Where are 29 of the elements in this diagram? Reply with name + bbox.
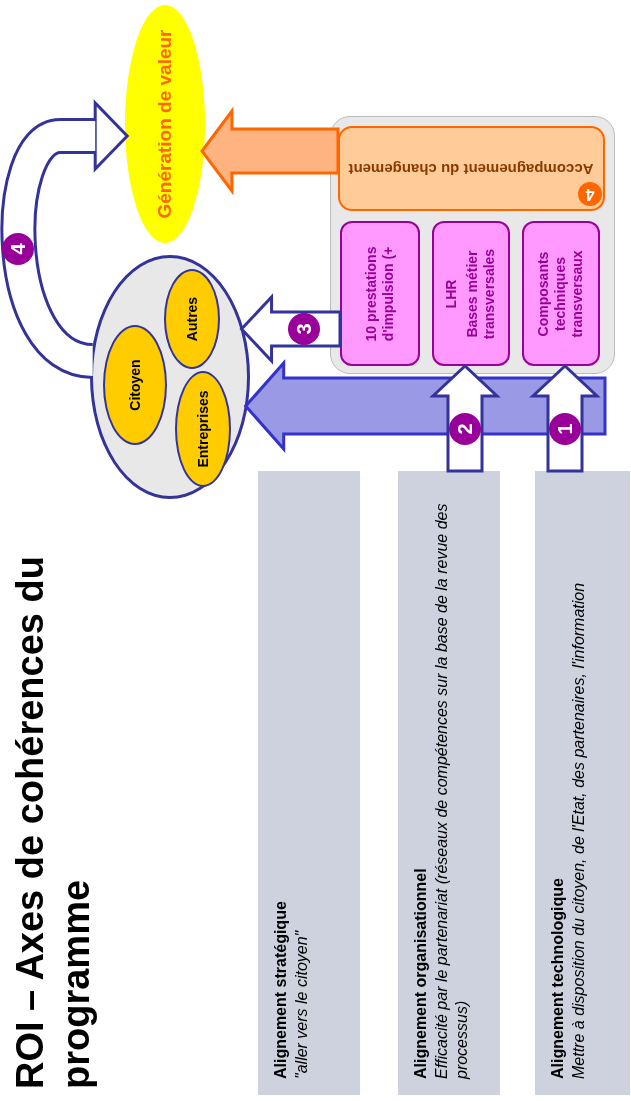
support-box — [337, 126, 605, 212]
block-arrow — [200, 106, 340, 196]
panel-heading: Alignement stratégique — [272, 900, 290, 1079]
actor-ellipse — [175, 371, 231, 487]
module-label: Composants techniques transversaux — [535, 249, 586, 340]
alignment-panel — [258, 471, 360, 1095]
module-label: LHR — [443, 279, 461, 309]
module-box — [431, 221, 510, 367]
actor-label: Autres — [184, 296, 200, 342]
alignment-panel — [535, 471, 630, 1095]
module-label: Bases métier transversales — [464, 247, 498, 342]
panel-heading: Alignement organisationnel — [412, 867, 430, 1079]
goal-label: Génération de valeur — [154, 29, 176, 219]
actor-ellipse — [164, 269, 220, 369]
slide-title: ROI – Axes de cohérences du programme — [8, 555, 98, 1089]
curved-block-arrow — [0, 99, 130, 379]
module-box — [339, 221, 420, 367]
support-label: Accompagnement du changement — [347, 160, 595, 179]
module-label: 10 prestations d'impulsion (+ — [362, 245, 397, 344]
alignment-panel — [398, 471, 500, 1095]
actor-label: Citoyen — [127, 359, 143, 411]
program-panel — [330, 116, 615, 374]
panel-description: "aller vers le citoyen" — [292, 929, 311, 1079]
actor-label: Entreprises — [195, 390, 211, 468]
panel-description: Efficacité par le partenariat (réseaux de compétences sur la base de la revue des processus) — [432, 502, 471, 1079]
panel-description: Mettre à disposition du citoyen, de l'Etat, des partenaires, l'information — [569, 581, 588, 1079]
number-badge: 4 — [577, 182, 602, 207]
panel-heading: Alignement technologique — [549, 877, 567, 1079]
module-box — [521, 221, 600, 367]
